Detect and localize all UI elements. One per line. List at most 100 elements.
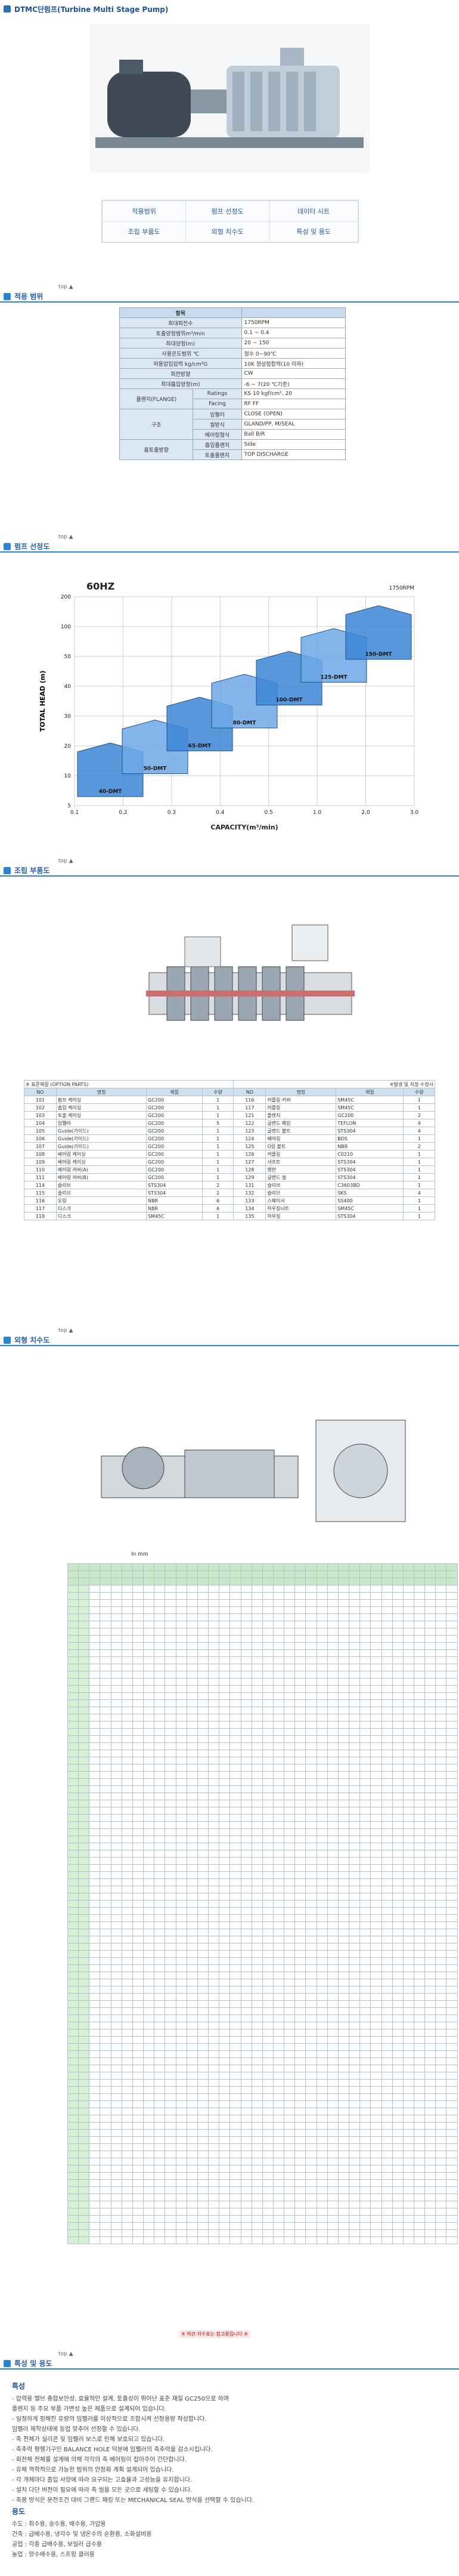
dim-cell — [402, 1614, 415, 1621]
dim-cell — [381, 1907, 393, 1915]
dim-cell — [316, 2229, 328, 2237]
dim-cell — [67, 1563, 79, 1571]
dim-cell — [359, 1728, 371, 1736]
dim-cell — [197, 2229, 209, 2237]
usage-item: 농업 : 양수배수용, 스프링 클러용 — [12, 2552, 95, 2558]
dim-cell — [197, 1664, 209, 1671]
dim-cell — [337, 1878, 350, 1886]
dim-cell — [89, 1742, 101, 1750]
top-link-2[interactable]: top ▲ — [58, 534, 73, 540]
dim-cell — [262, 1878, 274, 1886]
dim-cell — [316, 2151, 328, 2158]
top-link-3[interactable]: top ▲ — [58, 858, 73, 864]
dim-row — [67, 1656, 458, 1664]
parts-cell: 117 — [233, 1103, 266, 1112]
dim-cell — [446, 2151, 458, 2158]
chart-xtick: 0.3 — [168, 810, 176, 816]
parts-cell: 129 — [233, 1173, 266, 1181]
dim-cell — [262, 2079, 274, 2087]
dim-cell — [110, 2186, 122, 2194]
dim-cell — [132, 2079, 144, 2087]
dim-cell — [78, 1950, 90, 1958]
dim-cell — [240, 2194, 252, 2201]
chart-series-label: 150-DMT — [365, 652, 392, 658]
dim-cell — [381, 1714, 393, 1722]
dim-cell — [359, 1585, 371, 1593]
dim-cell — [165, 1886, 176, 1893]
dim-cell — [316, 2179, 328, 2187]
dim-cell — [337, 1656, 350, 1664]
nav-dimensions[interactable]: 외형 치수도 — [185, 221, 270, 242]
dim-cell — [413, 2122, 426, 2130]
dim-row — [67, 1592, 458, 1600]
nav-datasheet[interactable]: 데이터 시트 — [269, 200, 358, 222]
dim-cell — [316, 1757, 328, 1764]
dim-cell — [316, 2065, 328, 2072]
dim-cell — [413, 2222, 426, 2230]
dim-cell — [392, 1750, 404, 1757]
dim-cell — [316, 1871, 328, 1879]
dim-cell — [424, 2065, 436, 2072]
nav-selection[interactable]: 펌프 선정도 — [185, 200, 270, 222]
dim-cell — [132, 1571, 144, 1578]
dim-cell — [284, 1771, 296, 1779]
dim-cell — [370, 2151, 382, 2158]
dim-cell — [240, 1814, 252, 1822]
dim-cell — [381, 1742, 393, 1750]
dim-cell — [186, 1950, 198, 1958]
dim-cell — [359, 2172, 371, 2180]
dim-row — [67, 1793, 458, 1800]
dim-cell — [208, 2143, 220, 2151]
nav-features[interactable]: 특성 및 용도 — [269, 221, 358, 242]
dim-cell — [305, 1735, 317, 1743]
dim-cell — [370, 1764, 382, 1772]
top-link-4[interactable]: top ▲ — [58, 1328, 73, 1334]
dim-cell — [337, 1621, 350, 1628]
dim-cell — [359, 1857, 371, 1865]
dim-cell — [305, 1950, 317, 1958]
dim-cell — [175, 1793, 187, 1800]
dim-cell — [327, 1907, 339, 1915]
dim-cell — [381, 1821, 393, 1829]
dim-cell — [67, 1893, 79, 1901]
dim-cell — [230, 1929, 241, 1936]
dim-cell — [402, 2079, 415, 2087]
parts-cell: GC200 — [146, 1119, 203, 1127]
dim-cell — [294, 1957, 306, 1965]
dim-cell — [67, 2179, 79, 2187]
dim-cell — [240, 1878, 252, 1886]
dim-cell — [381, 1578, 393, 1585]
dim-cell — [143, 2201, 155, 2208]
dim-cell — [251, 1671, 263, 1679]
dim-cell — [272, 2158, 285, 2165]
dim-cell — [337, 1728, 350, 1736]
dim-cell — [337, 1599, 350, 1607]
dim-cell — [165, 1871, 176, 1879]
pump-illustration — [95, 48, 364, 148]
dim-cell — [208, 1807, 220, 1815]
dim-cell — [110, 1843, 122, 1850]
dim-cell — [240, 2086, 252, 2094]
dim-cell — [240, 1563, 252, 1571]
dim-cell — [132, 2115, 144, 2122]
nav-applicability[interactable]: 적용범위 — [101, 200, 187, 222]
dim-cell — [294, 2057, 306, 2065]
dim-cell — [132, 1878, 144, 1886]
dim-cell — [143, 1699, 155, 1707]
dim-cell — [175, 1728, 187, 1736]
dim-cell — [251, 2222, 263, 2230]
dim-cell — [186, 1585, 198, 1593]
top-link-1[interactable]: top ▲ — [58, 284, 73, 290]
dim-cell — [208, 1964, 220, 1972]
dim-cell — [175, 1614, 187, 1621]
dim-cell — [121, 2215, 133, 2223]
dim-cell — [305, 1678, 317, 1686]
dim-cell — [197, 1972, 209, 1979]
top-link-5[interactable]: top ▲ — [58, 2351, 73, 2357]
dim-cell — [272, 1785, 285, 1793]
dim-cell — [186, 1878, 198, 1886]
dim-cell — [381, 1614, 393, 1621]
usage-item: 건축 : 급배수용, 냉각수 및 냉온수의 순환용, 소화설비용 — [12, 2531, 152, 2538]
dim-cell — [132, 1563, 144, 1571]
nav-assembly[interactable]: 조립 부품도 — [101, 221, 187, 242]
